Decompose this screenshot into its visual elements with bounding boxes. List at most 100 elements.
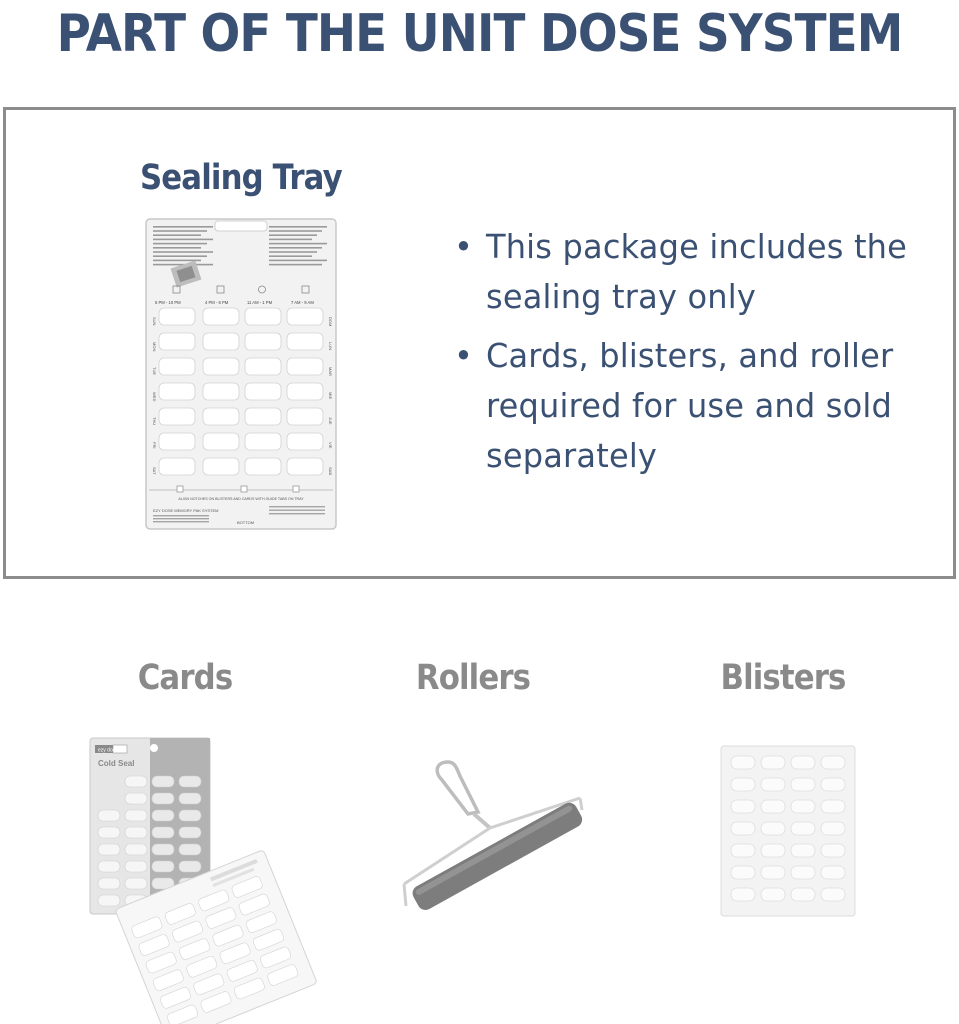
tray-brand-text: EZY DOSE MEMORY PAK SYSTEM (153, 508, 219, 513)
tray-instruction-line (153, 255, 207, 257)
tray-pill-well (244, 432, 282, 451)
tray-pill-well (202, 432, 240, 451)
blister-bubble (820, 821, 846, 836)
card-pill-well (138, 934, 170, 956)
tray-qr-graphic (170, 260, 202, 288)
card-pill-well (151, 860, 175, 873)
blister-bubble (730, 887, 756, 902)
card-pill-well (226, 960, 258, 982)
tray-day-label: SUN (152, 317, 157, 326)
blister-image (720, 745, 856, 917)
bullet-item: Cards, blisters, and roller required for… (452, 331, 918, 481)
card-pill-well (151, 792, 175, 805)
blister-bubble (790, 799, 816, 814)
tray-pill-well (158, 382, 196, 401)
tray-day-label: FRI (152, 442, 157, 448)
blister-bubble (760, 865, 786, 880)
card-pill-well (179, 938, 211, 960)
tray-pill-well (202, 457, 240, 476)
tray-instruction-line (153, 242, 207, 245)
roller-image (402, 760, 584, 910)
blister-bubble (760, 799, 786, 814)
card-pill-well (193, 973, 225, 996)
tray-instruction-line (269, 251, 317, 253)
tray-pill-well (158, 457, 196, 476)
blister-bubble (730, 777, 756, 792)
card-pill-well (164, 903, 196, 925)
blisters-label: Blisters (720, 658, 846, 698)
card-pill-well (186, 955, 218, 978)
cards-image: ezy dose Cold Seal (89, 737, 317, 1024)
card-pill-well (198, 889, 230, 912)
card-pill-well (124, 860, 148, 873)
tray-pill-well (244, 307, 282, 326)
tray-column-label: 5 PM - 10 PM (155, 300, 181, 305)
card-pill-well (178, 792, 202, 805)
tray-column-label: 4 PM - 6 PM (205, 300, 229, 305)
tray-instruction-line (269, 226, 327, 228)
blister-bubble (730, 843, 756, 858)
sealing-tray-title: Sealing Tray (140, 158, 343, 198)
tray-pill-well (202, 382, 240, 401)
blister-bubble (820, 843, 846, 858)
tray-instruction-line (269, 230, 322, 232)
tray-fine-print-line (153, 518, 209, 520)
blister-bubble (820, 777, 846, 792)
card-pill-well (151, 775, 175, 788)
rollers-label: Rollers (415, 658, 531, 698)
blister-bubble (760, 777, 786, 792)
card-pill-well (171, 920, 203, 943)
tray-column-icons (172, 285, 310, 294)
tray-column-label: 7 AM - 9 AM (291, 300, 314, 305)
blister-bubble (730, 755, 756, 770)
card-pill-well (124, 877, 148, 890)
tray-instruction-line (153, 226, 213, 228)
tray-fine-print-line (153, 515, 209, 517)
tray-day-label: MON (152, 342, 157, 351)
tray-day-label: SAB (328, 467, 333, 475)
card-pill-well (178, 860, 202, 873)
card-pill-well (178, 843, 202, 856)
blister-bubble (730, 821, 756, 836)
tray-pill-well (286, 407, 324, 426)
tray-day-label: WED (152, 392, 157, 401)
card-title-text: Cold Seal (98, 759, 134, 768)
tray-instruction-line (153, 238, 213, 241)
tray-pill-well (244, 407, 282, 426)
tray-fine-print-line (269, 506, 325, 508)
blister-bubble (820, 887, 846, 902)
card-pill-well (97, 826, 121, 839)
card-pill-well (219, 942, 251, 965)
blister-bubble (820, 755, 846, 770)
tray-pill-well (244, 382, 282, 401)
tray-day-label: SAT (152, 467, 157, 475)
tray-footer-text: ALIGN NOTCHES ON BLISTERS AND CARDS WITH… (178, 497, 304, 501)
tray-day-label: JUE (328, 417, 333, 425)
tray-day-label: DOM (328, 317, 333, 326)
tray-pill-well (286, 357, 324, 376)
tray-instruction-line (269, 234, 317, 236)
tray-day-label: VIE (328, 442, 333, 449)
card-pill-well (231, 876, 263, 898)
tray-instruction-line (269, 255, 312, 257)
card-pill-well (151, 809, 175, 822)
tray-fine-print-line (153, 521, 209, 523)
card-pill-well (233, 977, 265, 1000)
tray-instruction-line (269, 242, 327, 245)
card-pill-well (151, 843, 175, 856)
card-pill-well (97, 860, 121, 873)
card-pill-well (124, 792, 148, 805)
card-pill-well (178, 809, 202, 822)
card-pill-well (178, 775, 202, 788)
tray-pill-well (244, 457, 282, 476)
tray-instruction-line (153, 230, 207, 232)
blister-bubble (790, 755, 816, 770)
tray-column-label: 11 AM - 1 PM (247, 300, 273, 305)
blister-bubble (790, 865, 816, 880)
card-pill-well (260, 946, 292, 969)
card-brand-text: ezy dose (98, 748, 118, 754)
blister-bubble (820, 799, 846, 814)
card-pill-well (159, 987, 191, 1009)
tray-pill-well (286, 332, 324, 351)
cards-label: Cards (137, 658, 233, 698)
